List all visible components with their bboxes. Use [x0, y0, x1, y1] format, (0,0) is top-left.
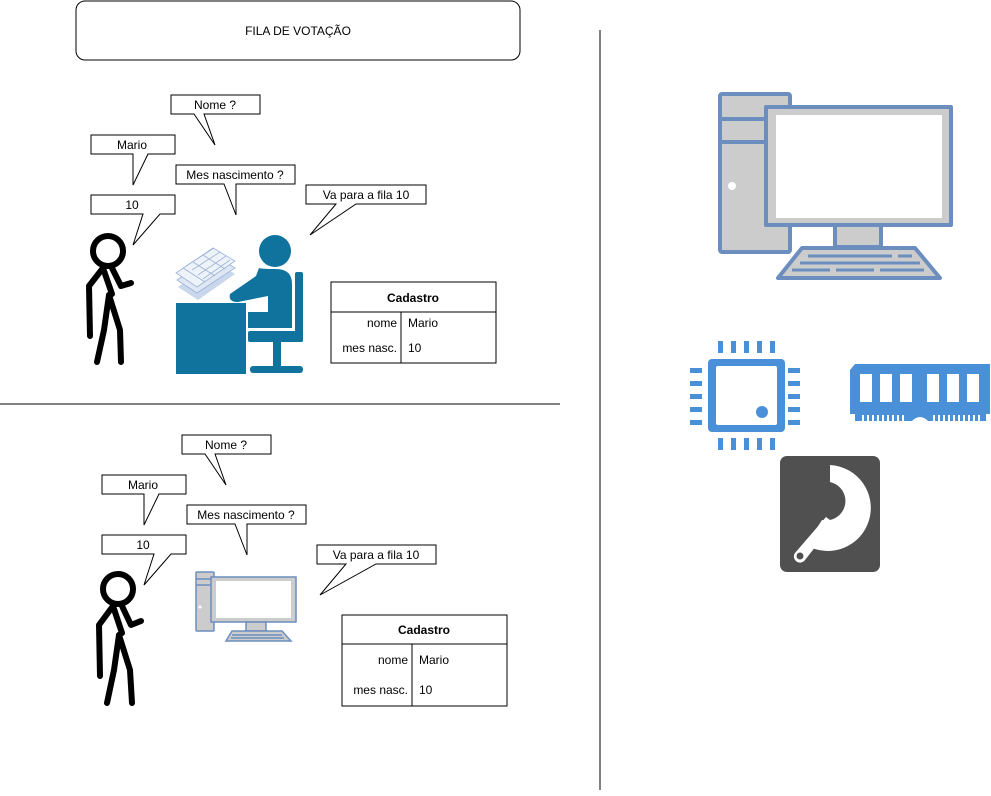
svg-text:Mario: Mario: [128, 478, 158, 492]
svg-text:Va para a fila 10: Va para a fila 10: [333, 548, 420, 562]
svg-text:Mes nascimento ?: Mes nascimento ?: [197, 508, 295, 522]
row-label: mes nasc.: [353, 683, 408, 697]
diagram-title: FILA DE VOTAÇÃO: [245, 24, 351, 38]
cadastro-table: Cadastro nome Mario mes nasc. 10: [330, 281, 497, 364]
row-value: Mario: [419, 653, 449, 667]
svg-text:Nome ?: Nome ?: [194, 98, 236, 112]
cpu-icon: [690, 341, 800, 450]
papers-icon: [175, 247, 236, 300]
bubble-mario: Mario: [90, 134, 176, 186]
svg-text:Mario: Mario: [117, 138, 147, 152]
bubble-dez: 10: [90, 194, 176, 246]
ram-icon: [850, 364, 990, 421]
bubble-fila: Va para a fila 10: [305, 184, 427, 236]
row-value: 10: [408, 341, 422, 355]
bubble-nome: Nome ?: [170, 94, 261, 146]
person-figure: [96, 571, 144, 706]
table-header: Cadastro: [387, 291, 439, 305]
svg-text:Va para a fila 10: Va para a fila 10: [323, 188, 410, 202]
office-worker-icon: [175, 235, 303, 374]
scene-top: Nome ? Mario Mes nascimento ? 10 Va para…: [86, 94, 497, 374]
row-label: nome: [378, 653, 408, 667]
bubble-mes: Mes nascimento ?: [186, 504, 307, 556]
svg-text:10: 10: [125, 198, 139, 212]
row-value: 10: [419, 683, 433, 697]
computer-icon: [718, 92, 953, 280]
bubble-mario: Mario: [101, 474, 187, 526]
row-label: mes nasc.: [342, 341, 397, 355]
row-value: Mario: [408, 316, 438, 330]
scene-bottom: Nome ? Mario Mes nascimento ? 10 Va para…: [96, 434, 508, 707]
svg-text:Nome ?: Nome ?: [205, 438, 247, 452]
row-label: nome: [367, 316, 397, 330]
bubble-dez: 10: [101, 534, 187, 586]
cadastro-table: Cadastro nome Mario mes nasc. 10: [341, 614, 508, 707]
hard-disk-icon: [780, 456, 880, 572]
svg-text:Mes nascimento ?: Mes nascimento ?: [186, 168, 284, 182]
table-header: Cadastro: [398, 623, 450, 637]
person-figure: [86, 233, 134, 365]
bubble-mes: Mes nascimento ?: [175, 164, 296, 216]
title-box: FILA DE VOTAÇÃO: [75, 0, 521, 61]
bubble-nome: Nome ?: [181, 434, 272, 486]
svg-text:10: 10: [136, 538, 150, 552]
computer-icon: [195, 571, 297, 642]
bubble-fila: Va para a fila 10: [316, 544, 437, 596]
